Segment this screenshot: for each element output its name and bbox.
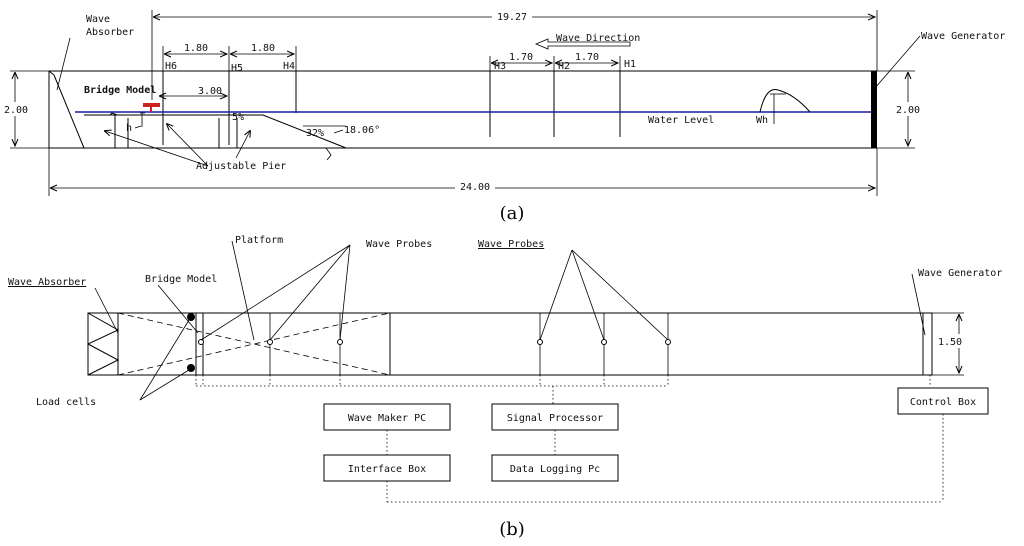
height-right-label: 2.00	[896, 105, 920, 116]
probe-dot	[337, 339, 343, 345]
adjustable-pier-label: Adjustable Pier	[196, 161, 286, 172]
probe-leader	[571, 249, 605, 341]
probe-leader	[571, 249, 669, 341]
dashed-diag-1	[117, 312, 391, 376]
probe-h3-label: H3	[494, 61, 506, 72]
wave-maker-pc-box	[323, 403, 451, 431]
flume-plan	[87, 312, 933, 376]
probe-dot	[198, 339, 204, 345]
bridge-model-label-b: Bridge Model	[145, 274, 217, 285]
height-left-label: 2.00	[4, 105, 28, 116]
probe-dot	[601, 339, 607, 345]
wave-absorber-label-2: Absorber	[86, 27, 134, 38]
probe-leader	[200, 244, 351, 341]
dim-h5-h4-label: 1.80	[251, 43, 275, 54]
dashed-diag-2	[117, 312, 391, 376]
control-box	[897, 387, 989, 415]
load-cell	[187, 313, 195, 321]
probe-h4-label: H4	[283, 61, 295, 72]
load-cell-leader	[139, 369, 190, 401]
bridge-model-label: Bridge Model	[84, 84, 156, 96]
control-box-label: Control Box	[910, 397, 976, 408]
signal-processor-box	[491, 403, 619, 431]
dim-h3-h2-label: 1.70	[509, 52, 533, 63]
dim-19-27-label: 19.27	[497, 12, 527, 23]
probe-h2-label: H2	[558, 61, 570, 72]
caption-b: (b)	[499, 519, 525, 540]
h-label: h	[126, 123, 132, 134]
h-leader	[134, 125, 142, 129]
dim-h6-h5-label: 1.80	[184, 43, 208, 54]
absorber-leader-b	[94, 287, 119, 334]
absorber-zigzag	[86, 312, 120, 376]
width-label: 1.50	[938, 337, 962, 348]
signal-processor-label: Signal Processor	[507, 413, 603, 424]
wave-probes-label-2: Wave Probes	[478, 239, 544, 250]
panel-a: 2.00 2.00 Wave Absorber Wave Generator 1…	[2, 10, 1005, 224]
wh-label: Wh	[756, 115, 768, 126]
data-logging-pc-box	[491, 454, 619, 482]
dim-24-label: 24.00	[460, 182, 490, 193]
wave-generator-label: Wave Generator	[921, 31, 1005, 42]
probe-dot	[537, 339, 543, 345]
probe-dot	[665, 339, 671, 345]
pier-leader-1	[105, 131, 209, 167]
water-level-label: Water Level	[648, 115, 714, 126]
wave-maker-pc-label: Wave Maker PC	[348, 413, 426, 424]
wave-absorber-label-1: Wave	[86, 14, 110, 25]
platform-label: Platform	[235, 235, 283, 246]
data-logging-pc-label: Data Logging Pc	[510, 464, 600, 475]
load-cell-leader	[139, 319, 190, 401]
slope-5-label: 5%	[232, 112, 244, 123]
probe-dot	[267, 339, 273, 345]
wave-crest	[759, 88, 811, 113]
caption-a: (a)	[500, 203, 525, 224]
bridge-leader	[157, 284, 199, 334]
probe-h1-label: H1	[624, 59, 636, 70]
angle-arc	[325, 147, 332, 161]
probe-leader	[269, 244, 351, 341]
wave-probes-label-1: Wave Probes	[366, 239, 432, 250]
pier-leader-2	[167, 124, 209, 167]
probe-h5-label: H5	[231, 63, 243, 74]
panel-b: Wave Absorber Bridge Model Platform Wave…	[8, 235, 1002, 540]
dim-h2-h1-label: 1.70	[575, 52, 599, 63]
absorber-leader	[56, 37, 71, 91]
generator-leader-b	[911, 273, 926, 336]
interface-box-label: Interface Box	[348, 464, 426, 475]
wave-absorber-label: Wave Absorber	[8, 277, 86, 288]
probe-leader	[539, 249, 573, 341]
wave-generator-paddle	[871, 71, 877, 148]
angle-leader	[333, 129, 344, 134]
slope-32-label: 32%	[306, 128, 324, 139]
load-cells-label: Load cells	[36, 397, 96, 408]
bridge-model-deck	[143, 103, 160, 107]
wave-direction-label: Wave Direction	[556, 33, 640, 44]
dim-3-label: 3.00	[198, 86, 222, 97]
interface-box	[323, 454, 451, 482]
wave-generator-label-b: Wave Generator	[918, 268, 1002, 279]
h-tick	[140, 112, 145, 116]
angle-label: 18.06°	[344, 125, 380, 136]
absorber-wedge	[48, 70, 85, 149]
platform-edge	[109, 112, 118, 116]
wave-direction-arrow	[534, 38, 631, 50]
pier-leader-3	[235, 131, 250, 159]
generator-leader	[874, 35, 921, 89]
probe-leader	[339, 244, 351, 341]
platform-leader	[231, 240, 255, 341]
probe-h6-label: H6	[165, 61, 177, 72]
